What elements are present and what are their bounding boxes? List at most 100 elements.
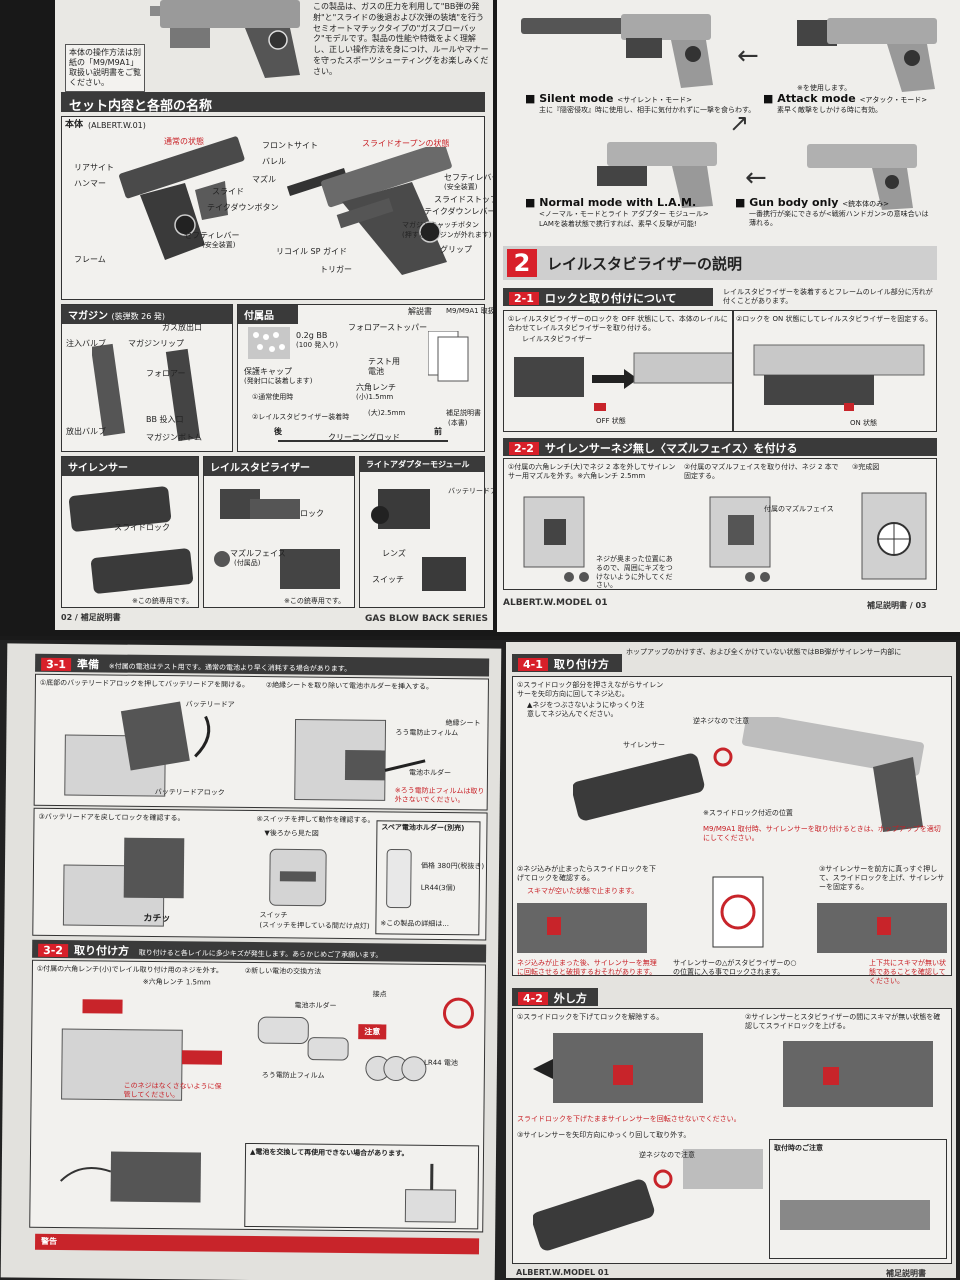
step-3-2-text-2: ②新しい電池の交換方法	[244, 966, 322, 976]
mode-gunbody-label: ■ Gun body only <銃本体のみ>	[735, 196, 889, 209]
muzzle-face-attach-illustration	[709, 496, 771, 582]
label-frame: フレーム	[74, 255, 106, 264]
silencer-illustration	[68, 486, 194, 594]
label-magazine-catch: マガジンキャッチボタン	[402, 221, 479, 229]
label-silencer-fit: サイレンサーの△がスタビライザーの○の位置に入る事でロックされます。	[673, 959, 797, 976]
label-this-book: (本書)	[448, 419, 468, 427]
label-lock-position: ※スライドロック付近の位置	[703, 809, 793, 817]
bb-pellets-illustration	[248, 327, 290, 359]
silencer-attach-illustration	[573, 717, 924, 832]
slide-lock-release-illustration	[533, 1033, 703, 1103]
cleaning-rod-illustration	[278, 440, 448, 442]
light-adapter-box: ライトアダプターモジュール バッテリードアロック レンズ スイッチ	[359, 456, 493, 608]
step-4-1-text-1: ①スライドロック部分を押さえながらサイレンサーを矢印方向に回してネジ込む。	[517, 681, 664, 698]
label-no-gap: 上下共にスキマが無い状態であることを確認してください。	[869, 959, 946, 985]
footer-series: GAS BLOW BACK SERIES	[365, 614, 489, 624]
label-rear: 後	[274, 427, 282, 436]
label-safety-note: (安全装置)	[202, 241, 236, 249]
step-3-1-text-2: ②絶縁シートを取り除いて電池ホルダーを挿入する。	[265, 681, 434, 691]
step-2-1-title: ロックと取り付けについて	[544, 292, 677, 305]
silent-mode-illustration	[521, 14, 713, 88]
mode-attack-desc: 素早く敵撃をしかける時に有効。	[777, 106, 882, 114]
step-4-2-text-2: ②サイレンサーとスタビライザーの間にスキマが無い状態を確認してスライドロックを上…	[745, 1013, 941, 1030]
step-4-1-text-3: ③サイレンサーを前方に真っすぐ押して、スライドロックを上げ、サイレンサーを固定す…	[819, 865, 945, 891]
silencer-title: サイレンサー	[62, 457, 198, 476]
step-2-2-text-2: ②付属のマズルフェイスを取り付け、ネジ 2 本で固定する。	[684, 463, 839, 480]
label-magazine-lip: マガジンリップ	[128, 339, 184, 348]
label-bb-inlet: BB 投入口	[146, 415, 184, 424]
magazine-box: マガジン (装弾数 26 発) ガス放出口 注入バルブ マガジンリップ フォロア…	[61, 304, 233, 452]
footer-model-2: ALBERT.W.MODEL 01	[516, 1268, 610, 1277]
step-3-2-text-1: ①付属の六角レンチ(小)でレイル取り付け用のネジを外す。	[36, 964, 224, 975]
attack-mode-illustration	[797, 18, 937, 92]
pistol-normal-illustration	[119, 136, 245, 260]
label-protect-cap: 保護キャップ	[244, 367, 292, 376]
section-2-number: 2	[507, 249, 537, 277]
label-safety-lever: セフティレバー	[184, 231, 240, 240]
label-takedown-lever: テイクダウンレバー	[424, 207, 493, 216]
label-switch: スイッチ	[372, 575, 404, 584]
manual-note: 本体の操作方法は別紙の「M9/M9A1」取扱い説明書をご覧ください。	[65, 44, 145, 92]
rail-title: レイルスタビライザー	[204, 457, 354, 476]
spare-note: ※この製品の詳細は...	[380, 919, 450, 929]
silencer-lock-illustration	[817, 903, 947, 953]
accessories-box: 付属品 解説書 M9/M9A1 取扱説明書 0.2g BB (100 発入り) …	[237, 304, 493, 452]
lam-rail-screw-illustration	[61, 999, 223, 1101]
label-front: 前	[434, 427, 442, 436]
top-photo: 本体の操作方法は別紙の「M9/M9A1」取扱い説明書をご覧ください。 この製品は…	[0, 0, 960, 636]
step-2-2-title: サイレンサーネジ無し〈マズルフェイス〉を付ける	[544, 442, 798, 455]
label-rail-stab: レイルスタビライザー	[522, 335, 592, 343]
manual-sheets-illustration	[428, 331, 469, 382]
label-rear-view: ▼後ろから見た図	[264, 829, 319, 838]
section-2-title: レイルスタビライザーの説明	[547, 255, 743, 273]
label-on-state: ON 状態	[850, 419, 877, 427]
step-4-1-top-note: ホップアップのかけすぎ、および全くかけていない状態ではBB弾がサイレンサー内部に	[626, 648, 902, 656]
label-battery: 電池	[368, 367, 384, 376]
label-switch-2: スイッチ	[259, 911, 288, 920]
label-safety-lever-2: セフティレバー	[444, 173, 493, 182]
label-muzzle: マズル	[252, 175, 276, 184]
label-hex-small: (小)1.5mm	[356, 393, 394, 401]
magazine-capacity: (装弾数 26 発)	[111, 312, 165, 321]
label-slide-stop: スライドストップ	[434, 195, 493, 204]
install-caution-box: 取付時のご注意	[769, 1139, 947, 1259]
step-3-1-num: 3-1	[41, 657, 72, 672]
silencer-box: サイレンサー スライドロック ※この銃専用です。	[61, 456, 199, 608]
step-4-1-text-1b: ▲ネジをつぶさないようにゆっくり注意してネジ込んでください。	[527, 701, 645, 718]
silencer-fit-diagram	[712, 876, 764, 948]
divider	[732, 311, 734, 431]
label-safety-note-2: (安全装置)	[444, 183, 478, 191]
label-click: カチッ	[143, 913, 171, 925]
label-takedown-button: テイクダウンボタン	[207, 203, 279, 212]
label-lens: レンズ	[382, 549, 406, 558]
label-reverse-screw-2: 逆ネジなので注意	[639, 1151, 695, 1159]
label-off-state: OFF 状態	[596, 417, 626, 425]
page-number-03: 補足説明書 / 03	[867, 601, 927, 610]
silencer-note: ※この銃専用です。	[132, 597, 194, 605]
arrow-up: ↗	[729, 109, 750, 137]
label-cap-rail: ②レイルスタビライザー装着時	[252, 413, 350, 421]
step-4-2-text-3: ③サイレンサーを矢印方向にゆっくり回して取り外す。	[517, 1131, 691, 1139]
intro-text: この製品は、ガスの圧力を利用して"BB弾の発射"と"スライドの後退および次弾の装…	[313, 2, 489, 76]
label-switch-note: (スイッチを押している間だけ点灯)	[259, 921, 370, 931]
manual-page-03: ← ■ Silent mode <サイレント・モード> 主に『隠密侵攻』時に使用…	[497, 0, 960, 632]
label-reverse-screw: 逆ネジなので注意	[693, 717, 749, 725]
step-3-1-note: ※付属の電池はテスト用です。通常の電池より早く消耗する場合があります。	[108, 662, 352, 674]
label-bb-count: (100 発入り)	[296, 341, 339, 349]
silencer-remove-illustration	[533, 1149, 763, 1251]
step-2-2-text-1: ①付属の六角レンチ(大)でネジ 2 本を外してサイレンサー用マズルを外す。※六角…	[508, 463, 676, 480]
label-hex-wrench: 六角レンチ	[356, 383, 396, 392]
manual-page-02: 本体の操作方法は別紙の「M9/M9A1」取扱い説明書をご覧ください。 この製品は…	[55, 0, 493, 630]
label-follower-stopper: フォロアーストッパー	[348, 323, 428, 332]
label-rear-sight: リアサイト	[74, 163, 114, 172]
mode-gunbody-desc: 一番携行が楽にできるが<戦術ハンドガン>の意味合いは薄れる。	[749, 210, 929, 227]
step-3-2-warning: ▲電池を交換して再使用できない場合があります。	[249, 1148, 409, 1158]
label-lr44: LR44 電池	[423, 1058, 458, 1068]
